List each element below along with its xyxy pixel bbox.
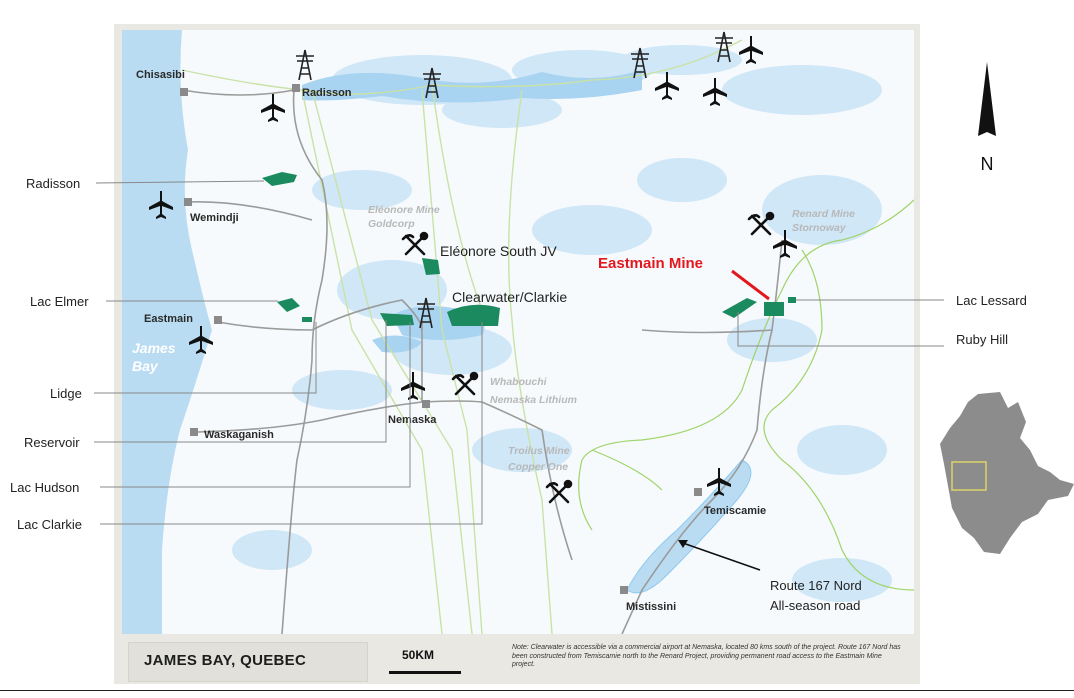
bottom-divider xyxy=(0,690,1074,691)
james-bay-water xyxy=(122,30,212,634)
mine-label-stornoway: Stornoway xyxy=(792,222,847,234)
property-label-ruby-hill: Ruby Hill xyxy=(956,332,1009,347)
quebec-inset-map xyxy=(940,392,1074,554)
mine-label-nemaska-lithium: Nemaska Lithium xyxy=(490,394,577,406)
mine-pick-shovel-icon xyxy=(747,211,775,236)
project-label-eleonore-south: Eléonore South JV xyxy=(440,243,557,259)
scale-bar xyxy=(389,671,461,674)
map-title: JAMES BAY, QUEBEC xyxy=(144,652,307,669)
property-label-lidge: Lidge xyxy=(50,386,82,401)
airplane-icon xyxy=(773,230,797,258)
property-label-lac-lessard: Lac Lessard xyxy=(956,293,1027,308)
town-label-radisson: Radisson xyxy=(302,87,352,99)
scale-label: 50KM xyxy=(402,648,435,662)
mine-label-eleonore: Eléonore Mine xyxy=(368,204,440,216)
water-label: James xyxy=(132,340,176,356)
airplane-icon xyxy=(655,72,679,100)
towns xyxy=(180,84,702,594)
town-chisasibi xyxy=(180,88,188,96)
property-eastmain xyxy=(764,302,784,316)
town-label-temiscamie: Temiscamie xyxy=(704,505,766,517)
property-label-lac-hudson: Lac Hudson xyxy=(10,480,80,495)
powerline-tower-icon xyxy=(423,67,441,99)
property-lac-lessard-west xyxy=(722,298,757,318)
mine-sites xyxy=(401,211,775,504)
property-eleonore-south xyxy=(422,258,440,275)
water-label-2: Bay xyxy=(132,358,159,374)
town-labels: Chisasibi Radisson Wemindji Eastmain Nem… xyxy=(136,69,766,613)
airplane-icon xyxy=(703,78,727,106)
town-temiscamie xyxy=(694,488,702,496)
town-label-mistissini: Mistissini xyxy=(626,601,676,613)
airplane-icon xyxy=(189,326,213,354)
mine-pick-shovel-icon xyxy=(545,479,573,504)
airplane-icon xyxy=(261,94,285,122)
property-label-lac-elmer: Lac Elmer xyxy=(30,294,89,309)
airplane-icon xyxy=(149,191,173,219)
mine-pick-shovel-icon xyxy=(451,371,479,396)
eastmain-pointer xyxy=(731,269,770,301)
powerline-tower-icon xyxy=(417,297,435,329)
mine-label-whabouchi: Whabouchi xyxy=(490,376,548,388)
inset-locator-box xyxy=(951,461,987,491)
route-label-type: All-season road xyxy=(770,598,861,613)
airplane-icon xyxy=(739,36,763,64)
property-label-radisson: Radisson xyxy=(26,176,81,191)
route-label-name: Route 167 Nord xyxy=(770,578,862,593)
mine-label-renard: Renard Mine xyxy=(792,208,855,220)
property-clearwater xyxy=(447,304,500,326)
property-reservoir xyxy=(380,313,414,326)
powerline-tower-icon xyxy=(296,49,314,81)
project-label-clearwater: Clearwater/Clarkie xyxy=(452,289,567,305)
mine-label-troilus: Troilus Mine xyxy=(508,445,570,457)
route-pointer xyxy=(678,540,761,571)
mine-label-copper-one: Copper One xyxy=(508,461,568,473)
property-lidge xyxy=(302,317,312,322)
town-label-eastmain: Eastmain xyxy=(144,313,193,325)
title-box xyxy=(128,642,368,682)
town-waskaganish xyxy=(190,428,198,436)
town-eastmain xyxy=(214,316,222,324)
lakes xyxy=(232,45,892,602)
property-lac-elmer xyxy=(277,298,300,312)
property-label-reservoir: Reservoir xyxy=(24,435,80,450)
town-label-waskaganish: Waskaganish xyxy=(204,429,274,441)
property-radisson xyxy=(262,172,297,186)
powerline-tower-icon xyxy=(715,31,733,63)
town-radisson xyxy=(292,84,300,92)
boundaries xyxy=(578,199,914,591)
airports xyxy=(149,36,797,496)
mineral-properties xyxy=(262,172,796,326)
town-mistissini xyxy=(620,586,628,594)
town-nemaska xyxy=(422,400,430,408)
north-label: N xyxy=(981,154,994,174)
project-label-eastmain: Eastmain Mine xyxy=(598,255,703,272)
mine-pick-shovel-icon xyxy=(401,231,429,256)
town-wemindji xyxy=(184,198,192,206)
town-label-wemindji: Wemindji xyxy=(190,212,239,224)
town-label-nemaska: Nemaska xyxy=(388,414,437,426)
property-lac-lessard xyxy=(788,297,796,303)
town-label-chisasibi: Chisasibi xyxy=(136,69,185,81)
map-note: Note: Clearwater is accessible via a com… xyxy=(512,644,901,668)
powerline-tower-icon xyxy=(631,47,649,79)
airplane-icon xyxy=(707,468,731,496)
property-label-lac-clarkie: Lac Clarkie xyxy=(17,517,83,532)
powerline-towers xyxy=(296,31,733,329)
mine-label-goldcorp: Goldcorp xyxy=(368,218,415,230)
airplane-icon xyxy=(401,372,425,400)
mine-labels: Eléonore Mine Goldcorp Renard Mine Storn… xyxy=(368,204,855,473)
map-canvas: James Bay xyxy=(122,30,914,634)
north-arrow-icon: N xyxy=(978,62,996,174)
